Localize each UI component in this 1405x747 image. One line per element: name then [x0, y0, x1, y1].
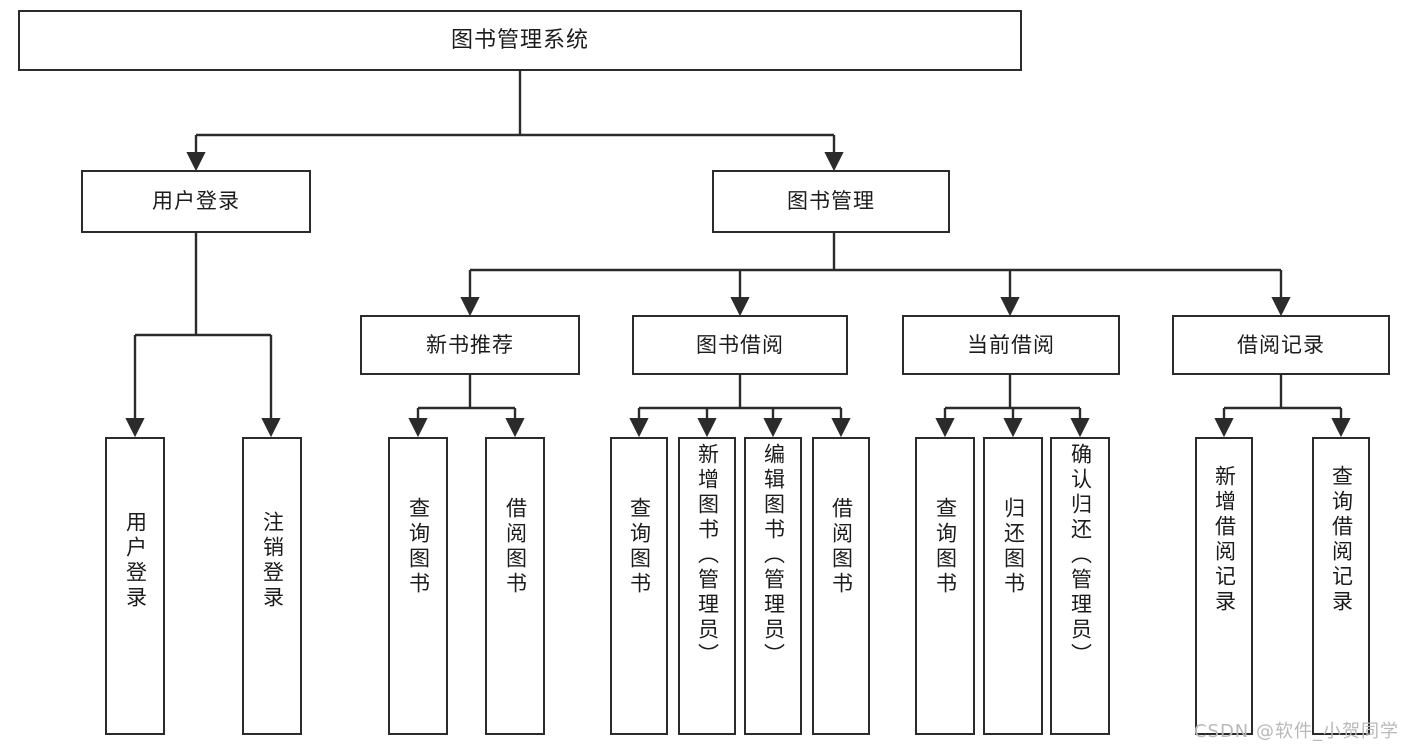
node-label: 归还图书	[1001, 497, 1026, 597]
node-label: 确认归还（管理员）	[1068, 443, 1093, 668]
node-user-login[interactable]: 用户登录	[81, 170, 311, 233]
leaf-record-query-record[interactable]: 查询借阅记录	[1312, 437, 1370, 735]
node-label: 借阅记录	[1237, 332, 1325, 357]
leaf-recommend-query-book[interactable]: 查询图书	[388, 437, 448, 735]
node-label: 借阅图书	[503, 497, 528, 597]
node-book-borrow[interactable]: 图书借阅	[632, 315, 848, 375]
node-label: 查询图书	[406, 497, 431, 597]
leaf-borrow-edit-book-admin[interactable]: 编辑图书（管理员）	[744, 437, 802, 735]
node-label: 新增借阅记录	[1212, 465, 1237, 615]
leaf-recommend-borrow-book[interactable]: 借阅图书	[485, 437, 545, 735]
leaf-user-login-login[interactable]: 用户登录	[105, 437, 165, 735]
node-label: 查询图书	[627, 497, 652, 597]
leaf-user-login-logout[interactable]: 注销登录	[242, 437, 302, 735]
node-label: 图书借阅	[696, 332, 784, 357]
node-new-book-recommend[interactable]: 新书推荐	[360, 315, 580, 375]
leaf-borrow-borrow-book[interactable]: 借阅图书	[812, 437, 870, 735]
node-label: 查询图书	[933, 497, 958, 597]
leaf-borrow-add-book-admin[interactable]: 新增图书（管理员）	[678, 437, 736, 735]
leaf-current-confirm-return-admin[interactable]: 确认归还（管理员）	[1050, 437, 1110, 735]
node-label: 查询借阅记录	[1329, 465, 1354, 615]
node-label: 借阅图书	[829, 497, 854, 597]
node-borrow-record[interactable]: 借阅记录	[1172, 315, 1390, 375]
node-label: 图书管理	[787, 189, 875, 214]
node-root-system[interactable]: 图书管理系统	[18, 10, 1022, 71]
node-current-borrow[interactable]: 当前借阅	[902, 315, 1120, 375]
node-label: 当前借阅	[967, 332, 1055, 357]
node-label: 图书管理系统	[450, 27, 589, 53]
leaf-current-return-book[interactable]: 归还图书	[983, 437, 1043, 735]
node-label: 新书推荐	[426, 332, 514, 357]
leaf-borrow-query-book[interactable]: 查询图书	[610, 437, 668, 735]
node-label: 新增图书（管理员）	[695, 443, 720, 668]
node-label: 用户登录	[123, 511, 148, 611]
leaf-current-query-book[interactable]: 查询图书	[915, 437, 975, 735]
node-book-management[interactable]: 图书管理	[712, 170, 950, 233]
node-label: 用户登录	[152, 189, 240, 214]
node-label: 编辑图书（管理员）	[761, 443, 786, 668]
node-label: 注销登录	[260, 511, 285, 611]
leaf-record-add-record[interactable]: 新增借阅记录	[1195, 437, 1253, 735]
